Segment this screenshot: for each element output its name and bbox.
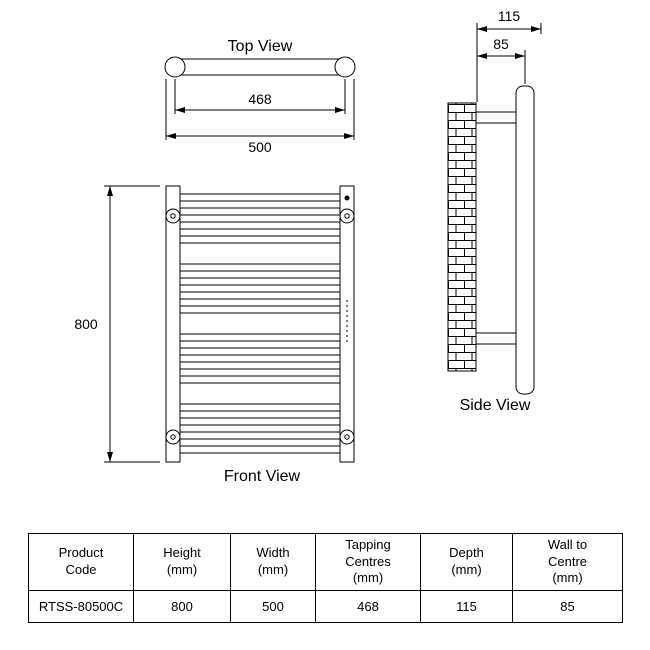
depth-value: 115: [498, 8, 521, 24]
radiator-bars: [179, 193, 341, 454]
spec-value-height: 800: [133, 590, 231, 623]
top-view: Top View 468 500: [164, 38, 356, 155]
width-value: 500: [248, 139, 272, 155]
spec-value-width: 500: [230, 590, 316, 623]
side-view-label: Side View: [460, 397, 531, 414]
spec-value-product-code: RTSS-80500C: [28, 590, 134, 623]
spec-header-width: Width (mm): [230, 533, 316, 591]
spec-value-depth: 115: [420, 590, 513, 623]
radiator-side-profile: [515, 85, 535, 395]
top-view-label: Top View: [228, 38, 293, 55]
mounting-bracket-bottom: [475, 332, 517, 345]
spec-header-row: Product Code Height (mm) Width (mm) Tapp…: [28, 533, 623, 591]
spec-header-product-code: Product Code: [28, 533, 134, 591]
radiator-technical-drawing: Top View 468 500: [74, 8, 542, 485]
top-view-rail: [164, 56, 356, 78]
spec-header-depth: Depth (mm): [420, 533, 513, 591]
height-value: 800: [74, 316, 98, 332]
spec-table: Product Code Height (mm) Width (mm) Tapp…: [28, 533, 623, 623]
spec-header-wall-to-centre: Wall to Centre (mm): [512, 533, 623, 591]
depth-dimension: 115: [476, 8, 542, 102]
wall-to-centre-value: 85: [493, 36, 509, 52]
front-view-label: Front View: [224, 468, 301, 485]
spec-data-row: RTSS-80500C 800 500 468 115 85: [28, 590, 623, 623]
bleed-valve-dot: [344, 195, 350, 201]
mounting-bracket-top: [475, 111, 517, 124]
height-dimension: 800: [74, 185, 160, 463]
wall-to-centre-dimension: 85: [477, 36, 526, 84]
radiator-rails: [165, 185, 355, 463]
wall-brackets: [165, 208, 355, 445]
spec-header-tapping-centres: Tapping Centres (mm): [315, 533, 421, 591]
spec-header-height: Height (mm): [133, 533, 231, 591]
width-dimension: 500: [165, 79, 355, 155]
spec-value-tapping-centres: 468: [315, 590, 421, 623]
front-view: 800 Front View: [74, 185, 355, 485]
tapping-centres-dimension: 468: [174, 79, 346, 114]
wall-section: [447, 102, 477, 372]
side-view: 115 85 Side View: [447, 8, 542, 414]
tapping-centres-value: 468: [248, 91, 272, 107]
spec-value-wall-to-centre: 85: [512, 590, 623, 623]
